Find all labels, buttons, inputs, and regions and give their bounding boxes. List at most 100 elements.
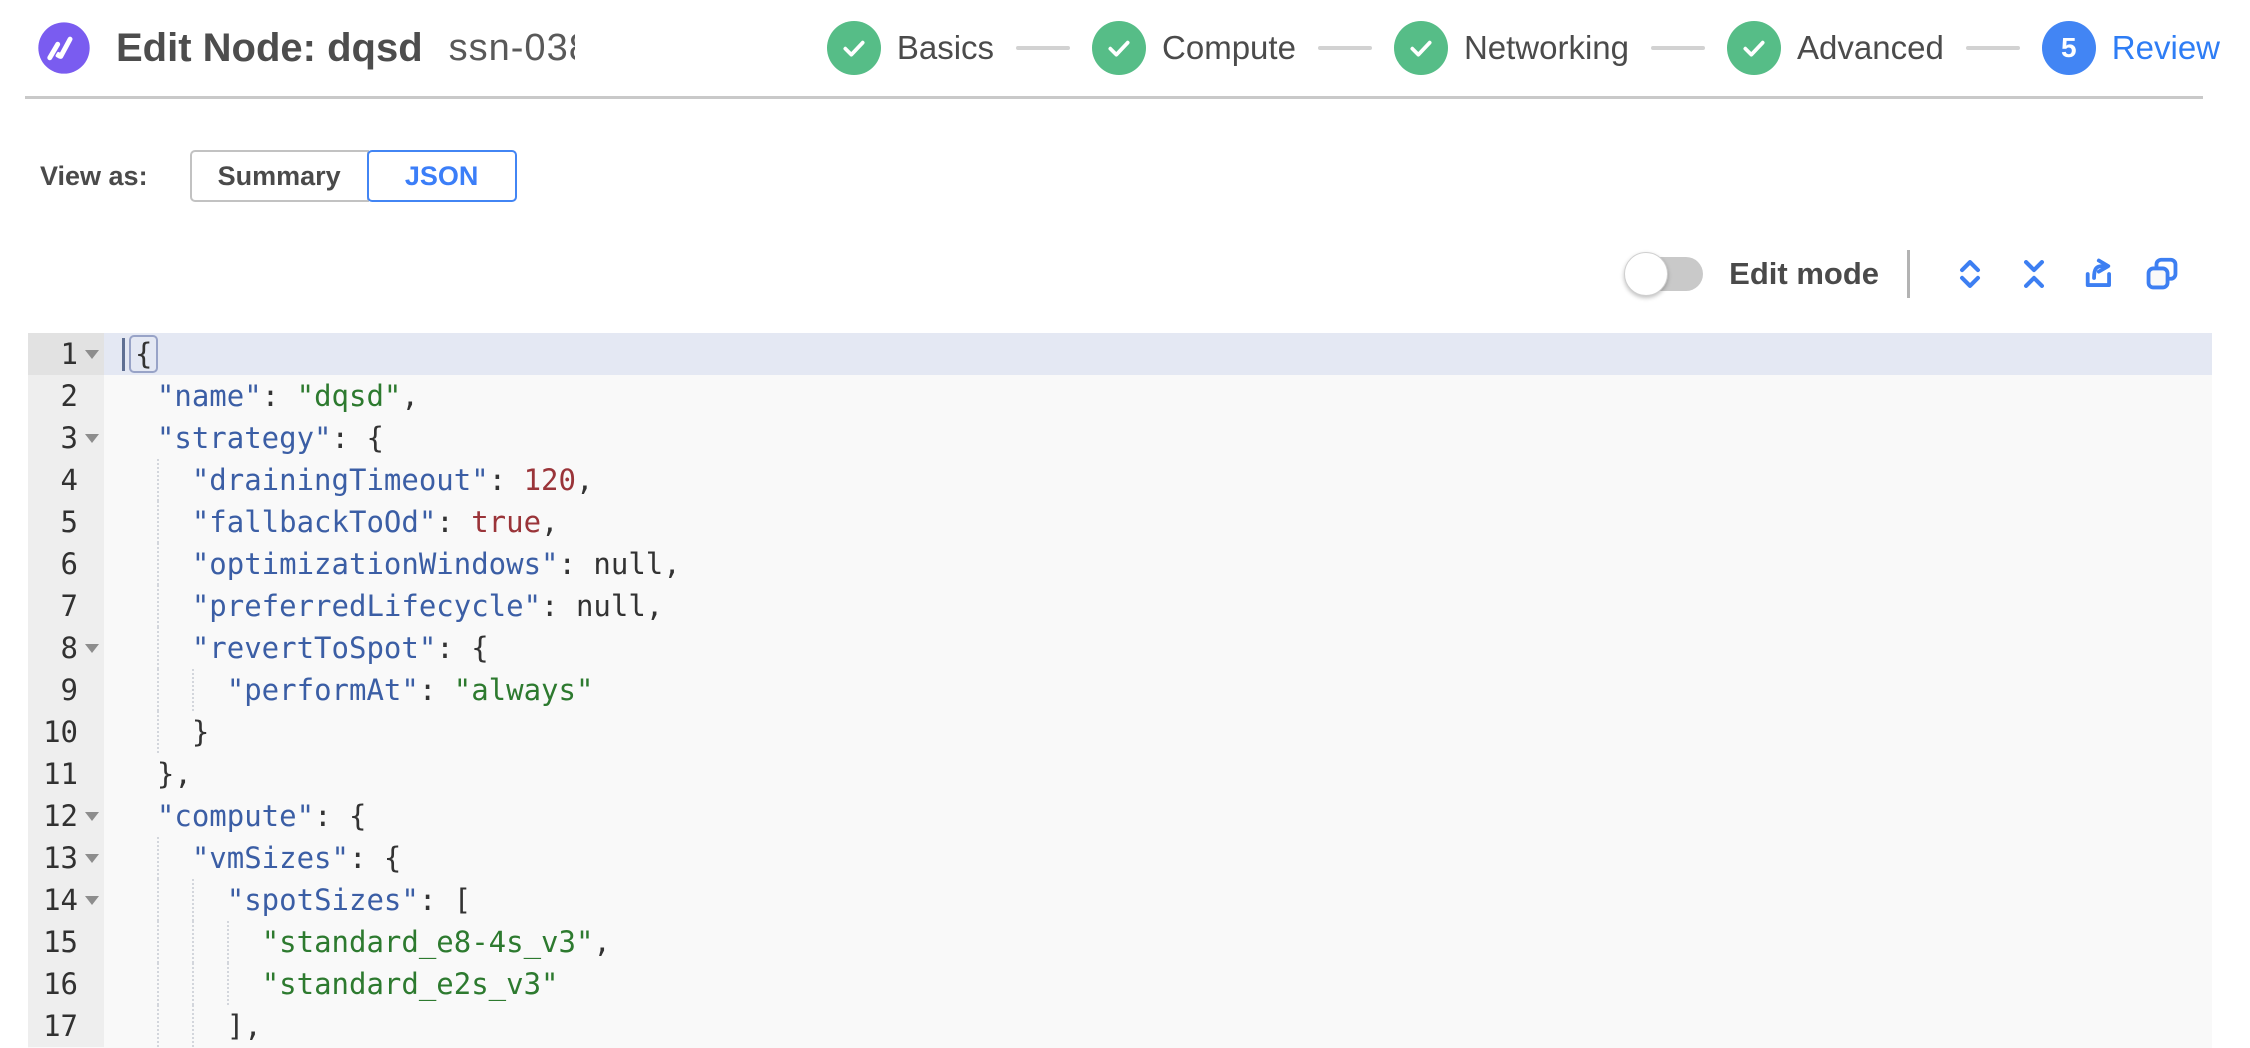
indent-guide <box>191 879 194 921</box>
token-key: "strategy" <box>156 421 332 455</box>
code-content[interactable]: "fallbackToOd": true, <box>104 501 2212 543</box>
indent-guide <box>156 585 159 627</box>
token-brkt: { <box>129 335 159 373</box>
token-key: "optimizationWindows" <box>191 547 559 581</box>
line-number: 6 <box>28 543 104 585</box>
line-number: 17 <box>28 1005 104 1047</box>
step-label: Review <box>2111 29 2220 66</box>
header-divider <box>25 96 2203 99</box>
code-content[interactable]: "compute": { <box>104 795 2212 837</box>
code-content[interactable]: "spotSizes": [ <box>104 879 2212 921</box>
code-content[interactable]: }, <box>104 753 2212 795</box>
expand-button[interactable] <box>1950 254 1990 294</box>
wizard-step-advanced[interactable]: Advanced <box>1727 21 1944 75</box>
indent-guide <box>226 963 229 1005</box>
indent-guide <box>156 543 159 585</box>
token-pln: , <box>401 379 419 413</box>
code-content[interactable]: "vmSizes": { <box>104 837 2212 879</box>
token-key: "fallbackToOd" <box>191 505 437 539</box>
code-content[interactable]: "revertToSpot": { <box>104 627 2212 669</box>
line-number: 5 <box>28 501 104 543</box>
expand-icon <box>1951 255 1989 293</box>
code-line-8: 8 "revertToSpot": { <box>28 627 2212 669</box>
wizard-step-networking[interactable]: Networking <box>1393 21 1629 75</box>
code-line-4: 4 "drainingTimeout": 120, <box>28 459 2212 501</box>
view-as-label: View as: <box>40 160 148 191</box>
copy-button[interactable] <box>2142 254 2182 294</box>
code-content[interactable]: ], <box>104 1005 2212 1047</box>
code-line-13: 13 "vmSizes": { <box>28 837 2212 879</box>
indent-guide <box>191 963 194 1005</box>
token-pln: , <box>575 463 594 497</box>
indent-guide <box>191 1005 194 1047</box>
fold-arrow-icon[interactable] <box>85 812 99 821</box>
node-id: ssn-038 <box>448 26 575 69</box>
code-content[interactable]: } <box>104 711 2212 753</box>
line-number: 15 <box>28 921 104 963</box>
token-pln: : null, <box>541 589 664 623</box>
code-content[interactable]: "optimizationWindows": null, <box>104 543 2212 585</box>
json-editor-body: 1{2 "name": "dqsd",3 "strategy": {4 "dra… <box>28 333 2212 1047</box>
code-content[interactable]: "drainingTimeout": 120, <box>104 459 2212 501</box>
code-line-3: 3 "strategy": { <box>28 417 2212 459</box>
code-content[interactable]: "performAt": "always" <box>104 669 2212 711</box>
token-key: "drainingTimeout" <box>191 463 489 497</box>
collapse-button[interactable] <box>2014 254 2054 294</box>
indent-guide <box>226 921 229 963</box>
code-content[interactable]: "standard_e8-4s_v3", <box>104 921 2212 963</box>
line-number: 10 <box>28 711 104 753</box>
indent-guide <box>156 837 159 879</box>
step-check-icon <box>826 21 881 75</box>
token-str: "standard_e8-4s_v3" <box>261 925 594 959</box>
spot-logo-icon <box>38 22 90 74</box>
fold-arrow-icon[interactable] <box>85 434 99 443</box>
wizard-step-compute[interactable]: Compute <box>1092 21 1296 75</box>
json-editor[interactable]: 1{2 "name": "dqsd",3 "strategy": {4 "dra… <box>28 333 2212 1048</box>
token-key: "preferredLifecycle" <box>191 589 542 623</box>
token-pln: : { <box>436 631 489 665</box>
fold-arrow-icon[interactable] <box>85 854 99 863</box>
export-icon <box>2079 255 2117 293</box>
line-number: 13 <box>28 837 104 879</box>
code-line-16: 16 "standard_e2s_v3" <box>28 963 2212 1005</box>
line-number: 2 <box>28 375 104 417</box>
fold-arrow-icon[interactable] <box>85 896 99 905</box>
token-pln: : { <box>314 799 367 833</box>
code-content[interactable]: { <box>104 333 2212 375</box>
token-num: 120 <box>523 463 576 497</box>
indent-guide <box>156 1005 159 1047</box>
code-line-12: 12 "compute": { <box>28 795 2212 837</box>
code-content[interactable]: "strategy": { <box>104 417 2212 459</box>
step-connector <box>1317 46 1372 50</box>
token-pln: : <box>261 379 297 413</box>
token-pln: ], <box>226 1009 262 1043</box>
wizard-step-basics[interactable]: Basics <box>826 21 995 75</box>
fold-arrow-icon[interactable] <box>85 350 99 359</box>
edit-mode-toggle[interactable] <box>1624 252 1704 296</box>
indent-guide <box>156 669 159 711</box>
code-content[interactable]: "name": "dqsd", <box>104 375 2212 417</box>
fold-arrow-icon[interactable] <box>85 644 99 653</box>
step-label: Advanced <box>1797 29 1944 66</box>
app-header: Edit Node: dqsd ssn-038 BasicsComputeNet… <box>0 0 2250 96</box>
step-label: Basics <box>896 29 995 66</box>
step-check-icon <box>1092 21 1147 75</box>
indent-guide <box>156 459 159 501</box>
code-content[interactable]: "standard_e2s_v3" <box>104 963 2212 1005</box>
view-as-summary-button[interactable]: Summary <box>189 150 369 202</box>
code-line-17: 17 ], <box>28 1005 2212 1047</box>
code-line-6: 6 "optimizationWindows": null, <box>28 543 2212 585</box>
token-pln: : <box>436 505 472 539</box>
token-key: "compute" <box>156 799 315 833</box>
view-as-json-button[interactable]: JSON <box>366 150 517 202</box>
code-content[interactable]: "preferredLifecycle": null, <box>104 585 2212 627</box>
token-str: "dqsd" <box>296 379 402 413</box>
line-number: 7 <box>28 585 104 627</box>
token-str: "standard_e2s_v3" <box>261 967 559 1001</box>
export-button[interactable] <box>2078 254 2118 294</box>
token-key: "vmSizes" <box>191 841 349 875</box>
indent-guide <box>156 963 159 1005</box>
toolbar-divider <box>1907 250 1910 298</box>
